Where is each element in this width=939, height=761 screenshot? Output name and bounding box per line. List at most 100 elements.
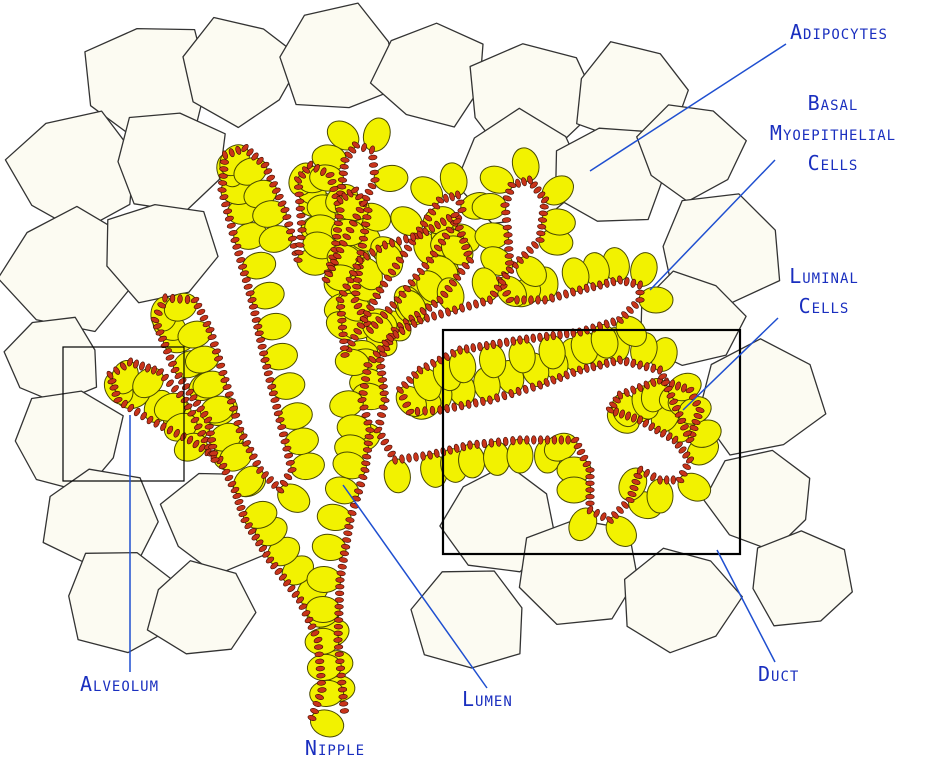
luminal-cell [334,617,343,622]
luminal-cell [552,436,557,445]
luminal-cell [296,206,305,211]
luminal-cell [586,474,595,479]
luminal-cell [219,166,228,172]
luminal-cell [294,184,303,189]
luminal-cell [586,488,595,493]
luminal-cell [339,332,348,338]
luminal-cell [515,296,520,305]
luminal-cell [297,220,306,225]
luminal-cell [316,666,325,671]
luminal-cell [505,253,514,258]
luminal-cell [339,701,348,707]
luminal-cell [636,298,645,303]
luminal-cell [218,187,227,193]
luminal-cell [664,476,669,485]
alveolum-label: Alveolum [80,672,159,696]
luminal-cell [422,407,427,416]
luminal-cell [218,180,227,186]
luminal-label-line-1: Luminal [789,264,859,288]
luminal-cell [538,436,543,445]
luminal-cell [504,239,513,244]
luminal-cell [543,296,548,305]
luminal-cell [437,406,442,415]
adipocyte-cell [753,531,852,626]
luminal-cell [337,311,346,317]
luminal-cell [559,436,564,445]
luminal-cell [335,604,344,609]
luminal-cell [335,651,344,657]
luminal-cell [636,290,645,295]
adipocyte-cell [118,113,225,212]
luminal-cell [536,296,541,305]
luminal-cell [298,227,307,232]
luminal-cell [162,294,167,303]
luminal-cell [339,339,348,345]
luminal-cell [337,318,346,324]
luminal-cell [336,577,345,582]
luminal-cell [335,597,344,602]
luminal-cell [341,352,350,358]
nipple-label: Nipple [305,736,365,760]
luminal-cell [315,652,324,657]
luminal-cell [339,694,348,700]
luminal-cell [335,591,344,596]
luminal-cell [340,708,349,714]
luminal-cell [314,644,323,649]
luminal-cell [185,295,190,304]
luminal-cell [586,481,595,486]
luminal-cell [415,407,420,416]
duct-label: Duct [758,662,799,686]
luminal-cell [671,476,676,485]
luminal-cell [531,436,536,445]
basal-label-line-1: Basal [808,91,859,115]
luminal-cell [338,325,347,331]
luminal-cell [315,659,324,664]
luminal-cell [504,232,513,237]
luminal-cell [334,637,343,643]
luminal-cell [334,631,343,636]
luminal-cell [586,501,595,506]
luminal-cell [504,246,513,251]
luminal-cell [338,687,347,693]
luminal-cell [295,199,304,204]
adipocyte-cell [4,317,96,403]
luminal-cell [336,304,345,310]
luminal-cell [586,468,595,473]
luminal-cell [529,296,534,305]
luminal-cell [337,673,346,679]
luminal-cell [295,192,304,197]
luminal-cell [545,436,550,445]
luminal-cell [170,294,175,303]
luminal-label-line-2: Cells [799,294,850,318]
basal-label-line-2: Myoepithelial [770,121,896,145]
luminal-cell [566,436,571,445]
luminal-cell [296,213,305,218]
luminal-cell [335,584,344,589]
luminal-cell [219,173,228,179]
luminal-cell [586,494,595,499]
luminal-cell [505,260,514,265]
luminal-cell [334,644,343,650]
luminal-cell [317,680,326,685]
luminal-cell [430,406,435,415]
luminal-cell [220,159,229,165]
luminal-cell [335,659,344,665]
luminal-cell [334,624,343,629]
luminal-cell [525,436,530,445]
luminal-cell [316,673,325,678]
luminal-cell [658,476,663,485]
basal-label-line-3: Cells [808,151,859,175]
luminal-cell [340,345,349,351]
luminal-cell [335,611,344,616]
lumen-label: Lumen [462,687,513,711]
luminal-cell [337,680,346,686]
adipocyte-cell [371,23,484,127]
luminal-cell [522,296,527,305]
luminal-cell [518,436,523,445]
luminal-cell [318,687,327,692]
luminal-cell [177,295,182,304]
luminal-cell [336,666,345,672]
adipocyte-cell [411,571,522,668]
adipocytes-label: Adipocytes [790,20,888,44]
